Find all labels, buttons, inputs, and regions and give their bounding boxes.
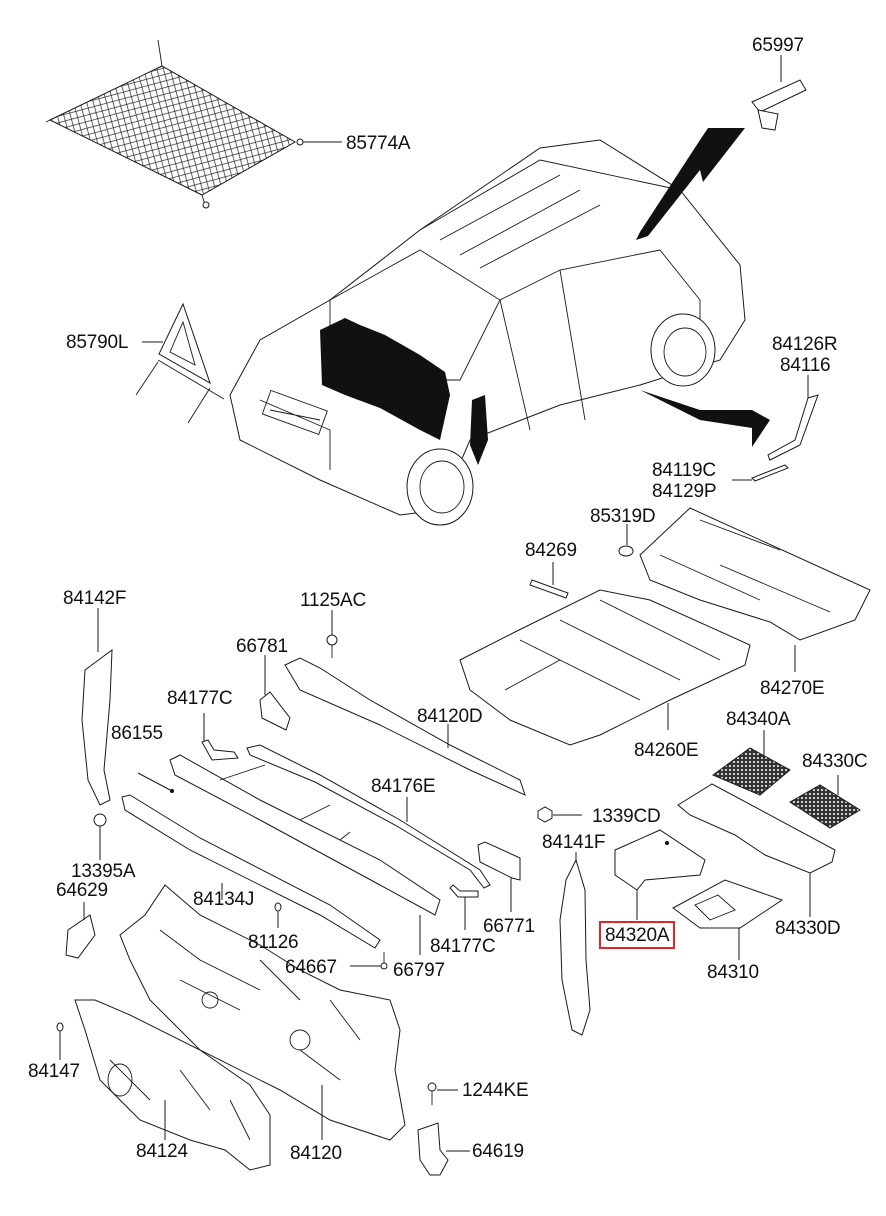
floor-covering-front-part[interactable] <box>459 589 751 746</box>
dash-insulator-84124-part[interactable] <box>74 999 271 1171</box>
part-label-84320A-highlighted[interactable]: 84320A <box>599 921 676 949</box>
part-label-85774A[interactable]: 85774A <box>346 133 411 154</box>
floor-covering-rear-part[interactable] <box>639 507 871 672</box>
part-label-1244KE[interactable]: 1244KE <box>462 1080 529 1101</box>
part-label-13395A[interactable]: 13395A <box>71 861 136 882</box>
clip-85319D-part[interactable] <box>618 524 634 557</box>
bracket-66771-part[interactable] <box>477 841 521 912</box>
part-label-84120D[interactable]: 84120D <box>417 706 483 727</box>
strip-84269-part[interactable] <box>529 562 569 599</box>
vehicle-illustration <box>229 128 770 526</box>
side-trim-84126R-part[interactable] <box>732 375 819 482</box>
clip-86155-part[interactable] <box>137 772 174 793</box>
part-label-84260E[interactable]: 84260E <box>634 740 699 761</box>
part-label-66781[interactable]: 66781 <box>236 636 288 657</box>
part-label-84119C[interactable]: 84119C <box>652 460 716 481</box>
part-label-84330C[interactable]: 84330C <box>802 751 868 772</box>
part-label-66771[interactable]: 66771 <box>483 916 535 937</box>
part-label-86155[interactable]: 86155 <box>111 723 163 744</box>
clip-65997-part[interactable] <box>751 55 807 131</box>
part-label-84340A[interactable]: 84340A <box>726 709 791 730</box>
dash-panel-84120-part[interactable] <box>119 884 406 1141</box>
bracket-84177C-lower-part[interactable] <box>449 884 479 930</box>
strip-84176E-part[interactable] <box>246 744 491 889</box>
side-pad-84142F-part[interactable] <box>81 608 113 806</box>
part-label-84310[interactable]: 84310 <box>707 962 759 983</box>
part-label-84120[interactable]: 84120 <box>290 1143 342 1164</box>
side-pad-84141F-part[interactable] <box>559 852 591 1036</box>
pad-84310-part[interactable] <box>672 879 784 960</box>
mat-84340A-part[interactable] <box>711 730 791 796</box>
pad-84120D-part[interactable] <box>284 657 526 796</box>
part-label-85790L[interactable]: 85790L <box>66 332 129 353</box>
cargo-net-part[interactable] <box>45 39 342 209</box>
cowl-bar-84134J-part[interactable] <box>121 754 441 949</box>
bracket-64619-part[interactable] <box>417 1122 470 1176</box>
leader-86155 <box>137 772 173 792</box>
bracket-84177C-upper-part[interactable] <box>201 713 239 761</box>
part-label-84141F[interactable]: 84141F <box>542 832 606 853</box>
part-label-84124[interactable]: 84124 <box>136 1141 188 1162</box>
part-label-85319D[interactable]: 85319D <box>590 506 656 527</box>
part-label-84177C-upper[interactable]: 84177C <box>167 688 233 709</box>
part-label-64619[interactable]: 64619 <box>472 1141 524 1162</box>
bracket-66781-part[interactable] <box>259 655 291 731</box>
bracket-64629-part[interactable] <box>65 902 96 959</box>
part-label-84147[interactable]: 84147 <box>28 1061 80 1082</box>
part-label-84126R[interactable]: 84126R <box>772 334 838 355</box>
part-label-65997[interactable]: 65997 <box>752 35 804 56</box>
part-label-1339CD[interactable]: 1339CD <box>592 806 661 827</box>
part-label-84129P[interactable]: 84129P <box>652 481 717 502</box>
part-label-84116[interactable]: 84116 <box>780 355 831 376</box>
part-label-84330D[interactable]: 84330D <box>775 918 841 939</box>
mat-84330C-part[interactable] <box>789 775 861 829</box>
part-label-66797[interactable]: 66797 <box>393 960 445 981</box>
carpet-84330D-part[interactable] <box>677 783 836 917</box>
part-label-64667[interactable]: 64667 <box>285 957 337 978</box>
part-label-1125AC[interactable]: 1125AC <box>300 590 367 611</box>
screw-64667-part[interactable] <box>350 952 388 970</box>
plug-84147-part[interactable] <box>56 1022 64 1060</box>
part-label-84177C-lower[interactable]: 84177C <box>430 936 496 957</box>
part-label-84176E[interactable]: 84176E <box>371 776 436 797</box>
warning-triangle-part[interactable] <box>135 302 225 424</box>
part-label-84142F[interactable]: 84142F <box>63 588 127 609</box>
part-label-81126[interactable]: 81126 <box>248 932 299 953</box>
pad-84320A-part[interactable] <box>614 829 706 920</box>
nut-1339CD-part[interactable] <box>537 806 582 823</box>
nut-13395A-part[interactable] <box>93 813 107 860</box>
bolt-1125AC-part[interactable] <box>326 610 338 658</box>
screw-1244KE-part[interactable] <box>427 1082 458 1105</box>
part-label-84134J[interactable]: 84134J <box>193 889 255 910</box>
part-label-84269[interactable]: 84269 <box>525 540 577 561</box>
part-label-64629[interactable]: 64629 <box>56 880 108 901</box>
plug-81126-part[interactable] <box>274 902 282 928</box>
part-label-84270E[interactable]: 84270E <box>760 678 825 699</box>
